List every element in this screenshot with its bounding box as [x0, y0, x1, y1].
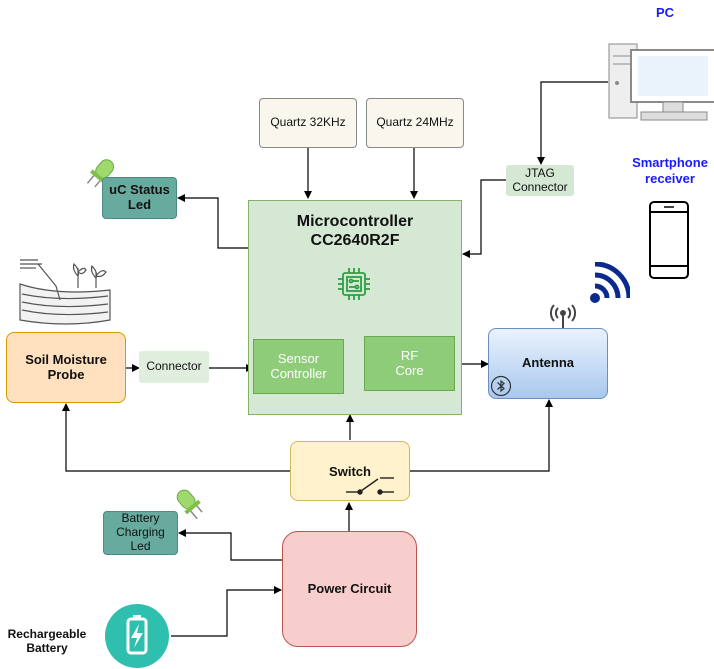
jtag-connector-label: JTAG Connector: [512, 165, 568, 194]
antenna-box: Antenna: [488, 328, 608, 399]
rf-core-box: RF Core: [364, 336, 455, 391]
mcu-to-status-led-line: [177, 194, 248, 249]
status-led-icon: [86, 159, 115, 188]
quartz-24mhz-box: Quartz 24MHz: [366, 98, 464, 148]
power-to-charging-led-line: [178, 529, 282, 561]
connector-box: Connector: [139, 351, 209, 383]
smartphone-title: Smartphone receiver: [632, 155, 708, 186]
uc-status-led-box: uC Status Led: [102, 177, 177, 219]
uc-status-led-label: uC Status Led: [109, 182, 170, 212]
sensor-controller-box: Sensor Controller: [253, 339, 344, 394]
jtag-connector-box: JTAG Connector: [506, 165, 574, 196]
jtag-to-mcu-line: [462, 179, 506, 258]
battery-to-power-line: [171, 586, 282, 637]
soil-moisture-probe-label: Soil Moisture Probe: [25, 351, 107, 382]
rechargeable-battery-label: Rechargeable Battery: [7, 627, 87, 656]
power-circuit-label: Power Circuit: [307, 580, 392, 596]
quartz-24mhz-label: Quartz 24MHz: [376, 115, 454, 130]
wifi-signal-icon: [590, 262, 630, 303]
bluetooth-icon: [490, 375, 512, 397]
rf-core-label: RF Core: [395, 347, 424, 378]
battery-charging-led-box: Battery Charging Led: [103, 511, 178, 555]
quartz-32khz-box: Quartz 32KHz: [259, 98, 357, 148]
switch-label: Switch: [329, 464, 371, 479]
antenna-signal-icon: [550, 304, 576, 330]
antenna-label: Antenna: [522, 355, 574, 371]
switch-box: [290, 441, 410, 501]
smartphone-icon: [649, 201, 689, 279]
soil-plants-icon: [19, 259, 111, 325]
microcontroller-title: Microcontroller CC2640R2F: [296, 213, 414, 250]
sensor-controller-label: Sensor Controller: [270, 350, 327, 381]
rechargeable-battery-icon: [105, 604, 169, 668]
battery-charging-led-label: Battery Charging Led: [116, 511, 165, 553]
connector-label: Connector: [146, 359, 202, 374]
soil-moisture-probe-box: Soil Moisture Probe: [6, 332, 126, 403]
pc-title: PC: [655, 5, 675, 20]
quartz-32khz-label: Quartz 32KHz: [270, 115, 346, 130]
switch-symbol-icon: [346, 477, 394, 495]
power-circuit-box: Power Circuit: [282, 531, 417, 647]
pc-icon: [608, 43, 714, 121]
chip-icon: [338, 268, 370, 300]
charging-led-icon: [176, 489, 203, 520]
pc-to-jtag-line: [537, 81, 608, 165]
